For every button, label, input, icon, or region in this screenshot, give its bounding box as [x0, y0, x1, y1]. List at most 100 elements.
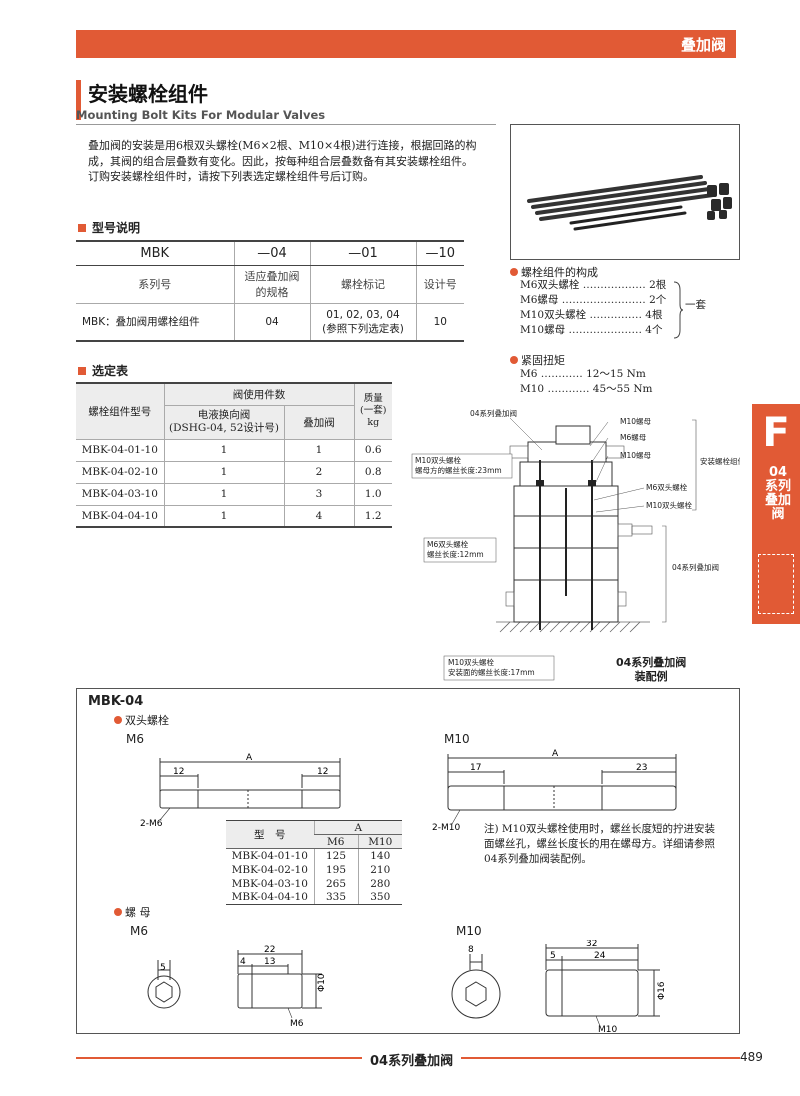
- asm-note: M10双头螺栓安装面的螺丝长度:17mm: [448, 657, 535, 677]
- asm-label: M6螺母: [620, 432, 647, 442]
- code-cell: —10: [415, 240, 464, 266]
- composition-item: M6双头螺栓 ……………… 2根: [520, 279, 667, 291]
- intro-text: 叠加阀的安装是用6根双头螺栓(M6×2根、M10×4根)进行连接，根据回路的构成…: [88, 138, 483, 185]
- td: 210: [357, 862, 402, 877]
- td: MBK-04-04-10: [226, 890, 314, 905]
- td: 0.8: [353, 460, 392, 484]
- td: MBK-04-03-10: [76, 482, 165, 506]
- th-group: 阀使用件数: [163, 382, 355, 406]
- dim-8: 8: [468, 945, 474, 955]
- asm-label: 04系列叠加阀: [470, 408, 517, 418]
- td: 1: [163, 460, 285, 484]
- dim-thread: 2-M10: [432, 823, 460, 833]
- td: 1.2: [353, 504, 392, 528]
- value-cell: 01, 02, 03, 04 (参照下列选定表): [309, 303, 416, 342]
- mbk-title: MBK-04: [88, 694, 144, 709]
- torque-item: M6 ………… 12～15 Nm: [520, 368, 646, 380]
- m6-nut-drawing: 5 22 4 13 Φ10 M6: [147, 945, 327, 1029]
- side-tab: F 04 系列 叠加 阀: [752, 404, 800, 624]
- td: MBK-04-01-10: [76, 438, 165, 462]
- composition-list: M6双头螺栓 ……………… 2根 M6螺母 …………………… 2个 M10双头螺…: [520, 278, 680, 338]
- dim-22: 22: [264, 945, 275, 955]
- m10-label: M10: [444, 732, 470, 746]
- td: 350: [357, 890, 402, 905]
- td: 2: [283, 460, 355, 484]
- td: MBK-04-02-10: [76, 460, 165, 484]
- intro-paragraph: 叠加阀的安装是用6根双头螺栓(M6×2根、M10×4根)进行连接，根据回路的构成…: [88, 139, 477, 168]
- value-cell: 10: [415, 303, 464, 342]
- dim-5: 5: [160, 963, 166, 973]
- dim-32: 32: [586, 940, 597, 949]
- mbk-section: [76, 688, 740, 1034]
- dim-12: 12: [317, 767, 328, 777]
- page-number: 489: [740, 1050, 763, 1064]
- dim-24: 24: [594, 951, 606, 961]
- td: MBK-04-01-10: [231, 849, 308, 862]
- dim-13: 13: [264, 957, 275, 967]
- model-table: MBK —04 —01 —10 系列号 适应叠加阀的规格 螺栓标记 设计号 MB…: [76, 240, 464, 342]
- title-accent: [76, 80, 81, 120]
- page-subtitle: Mounting Bolt Kits For Modular Valves: [76, 108, 326, 122]
- composition-set: 一套: [685, 299, 706, 311]
- td: 265: [313, 876, 358, 891]
- mbk-note: 注) M10双头螺栓使用时，螺丝长度短的拧进安装面螺丝孔，螺丝长度长的用在螺母方…: [484, 823, 716, 865]
- label-cell: 系列号: [76, 265, 234, 304]
- dim-a: A: [552, 749, 559, 759]
- asm-label: 安装螺栓组件: [700, 456, 740, 466]
- td: 1.0: [353, 482, 392, 506]
- dim-17: 17: [470, 763, 481, 773]
- code-cell: MBK: [76, 240, 234, 266]
- stud-heading: 双头螺栓: [114, 712, 169, 728]
- bolt-kit-photo: [510, 124, 740, 260]
- asm-label: M10双头螺栓: [646, 500, 693, 510]
- section-label: 叠加阀: [680, 36, 726, 54]
- td: 280: [357, 876, 402, 891]
- td: 335: [313, 890, 358, 905]
- asm-note: M6双头螺栓螺丝长度:12mm: [427, 539, 484, 559]
- section-header-bar: 叠加阀: [76, 30, 736, 58]
- dim-12: 12: [173, 767, 184, 777]
- select-table: 螺栓组件型号 阀使用件数 质量 (一套) kg 电液换向阀 (DSHG-04, …: [76, 382, 392, 528]
- m10-nut-drawing: 8 32 5 24 Φ16 M10: [451, 940, 667, 1034]
- value-cell: MBK：叠加阀用螺栓组件: [76, 303, 234, 342]
- dim-phi16: Φ16: [657, 981, 667, 1000]
- side-tab-text: 04 系列 叠加 阀: [764, 465, 791, 522]
- th-a: A: [313, 820, 402, 835]
- th-stack: 叠加阀: [283, 404, 354, 440]
- td: 1: [163, 482, 285, 506]
- model-section-heading: 型号说明: [78, 219, 140, 236]
- intro-paragraph-2: 订购安装螺栓组件时，请按下列表选定螺栓组件号后订购。: [88, 170, 374, 183]
- dim-m6: M6: [290, 1019, 304, 1029]
- code-cell: —04: [233, 240, 310, 266]
- torque-heading: 紧固扭矩: [510, 352, 565, 368]
- asm-label: M10螺母: [620, 416, 652, 426]
- dim-m10: M10: [598, 1025, 617, 1034]
- td: MBK-04-04-10: [76, 504, 165, 528]
- td: 140: [357, 848, 402, 863]
- code-cell: —01: [309, 240, 416, 266]
- assembly-caption: 04系列叠加阀 装配例: [616, 656, 687, 683]
- nut-m10-label: M10: [456, 924, 482, 938]
- bolt-kit-illustration: [527, 175, 732, 231]
- dim-a: A: [246, 753, 253, 763]
- dim-phi10: Φ10: [317, 973, 327, 992]
- th-m6: M6: [314, 834, 358, 849]
- torque-item: M10 ………… 45～55 Nm: [520, 383, 653, 395]
- composition-item: M10双头螺栓 …………… 4根: [520, 309, 663, 321]
- label-cell: 适应叠加阀的规格: [233, 265, 310, 304]
- td: 195: [313, 862, 358, 877]
- asm-label: M10螺母: [620, 450, 652, 460]
- m6-label: M6: [126, 732, 144, 746]
- label-cell: 螺栓标记: [309, 265, 416, 304]
- footer-title: 04系列叠加阀: [362, 1050, 462, 1069]
- th-model: 型 号: [226, 820, 314, 849]
- dim-23: 23: [636, 763, 647, 773]
- th-m10: M10: [357, 834, 402, 849]
- composition-heading: 螺栓组件的构成: [510, 264, 598, 280]
- side-tab-marker: [758, 554, 794, 614]
- asm-label: M6双头螺栓: [646, 482, 688, 492]
- nut-m6-label: M6: [130, 924, 148, 938]
- asm-note: M10双头螺栓螺母方的螺丝长度:23mm: [415, 455, 502, 475]
- nut-heading: 螺 母: [114, 904, 151, 920]
- th-mass: 质量 (一套) kg: [353, 382, 392, 440]
